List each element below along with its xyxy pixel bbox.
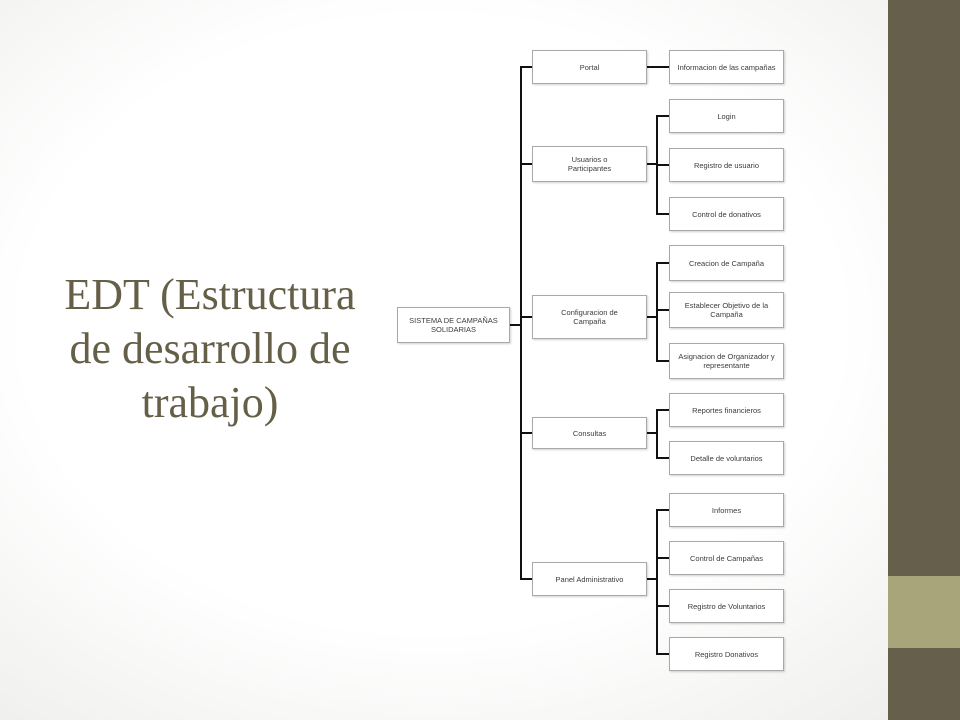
wbs-level2-node: Login <box>669 99 784 133</box>
wbs-leaf-connector <box>657 164 669 166</box>
wbs-child-connector <box>647 163 657 165</box>
wbs-branch-connector <box>521 316 532 318</box>
wbs-level2-node: Registro Donativos <box>669 637 784 671</box>
wbs-branch-connector <box>521 66 532 68</box>
wbs-leaf-connector <box>657 213 669 215</box>
wbs-level2-node: Control de donativos <box>669 197 784 231</box>
wbs-branch-connector <box>521 432 532 434</box>
wbs-child-vertical-line <box>656 409 658 459</box>
wbs-level2-node: Registro de Voluntarios <box>669 589 784 623</box>
wbs-child-connector <box>647 66 657 68</box>
wbs-level2-node: Control de Campañas <box>669 541 784 575</box>
wbs-child-connector <box>647 316 657 318</box>
wbs-leaf-connector <box>657 653 669 655</box>
wbs-child-connector <box>647 432 657 434</box>
wbs-leaf-connector <box>657 262 669 264</box>
wbs-level1-node: Configuracion de Campaña <box>532 295 647 339</box>
wbs-leaf-connector <box>657 66 669 68</box>
wbs-root-node: SISTEMA DE CAMPAÑAS SOLIDARIAS <box>397 307 510 343</box>
wbs-child-connector <box>647 578 657 580</box>
wbs-child-vertical-line <box>656 262 658 362</box>
wbs-level2-node: Informacion de las campañas <box>669 50 784 84</box>
wbs-level2-node: Creacion de Campaña <box>669 245 784 281</box>
sidebar-accent-dark-bottom <box>888 648 960 720</box>
wbs-level2-node: Reportes financieros <box>669 393 784 427</box>
wbs-child-vertical-line <box>656 509 658 655</box>
wbs-leaf-connector <box>657 605 669 607</box>
wbs-level2-node: Asignacion de Organizador y representant… <box>669 343 784 379</box>
wbs-leaf-connector <box>657 360 669 362</box>
slide-title: EDT (Estructura de desarrollo de trabajo… <box>64 270 356 427</box>
wbs-level2-node: Establecer Objetivo de la Campaña <box>669 292 784 328</box>
wbs-leaf-connector <box>657 457 669 459</box>
wbs-level2-node: Informes <box>669 493 784 527</box>
wbs-leaf-connector <box>657 557 669 559</box>
wbs-leaf-connector <box>657 309 669 311</box>
wbs-trunk-line <box>520 66 522 580</box>
wbs-branch-connector <box>521 578 532 580</box>
wbs-level2-node: Detalle de voluntarios <box>669 441 784 475</box>
wbs-root-connector <box>510 324 521 326</box>
wbs-level1-node: Panel Administrativo <box>532 562 647 596</box>
wbs-branch-connector <box>521 163 532 165</box>
wbs-level1-node: Usuarios o Participantes <box>532 146 647 182</box>
wbs-level2-node: Registro de usuario <box>669 148 784 182</box>
wbs-leaf-connector <box>657 409 669 411</box>
wbs-leaf-connector <box>657 115 669 117</box>
sidebar-accent-light <box>888 576 960 648</box>
wbs-level1-node: Portal <box>532 50 647 84</box>
wbs-level1-node: Consultas <box>532 417 647 449</box>
wbs-leaf-connector <box>657 509 669 511</box>
sidebar-accent-dark-top <box>888 0 960 576</box>
